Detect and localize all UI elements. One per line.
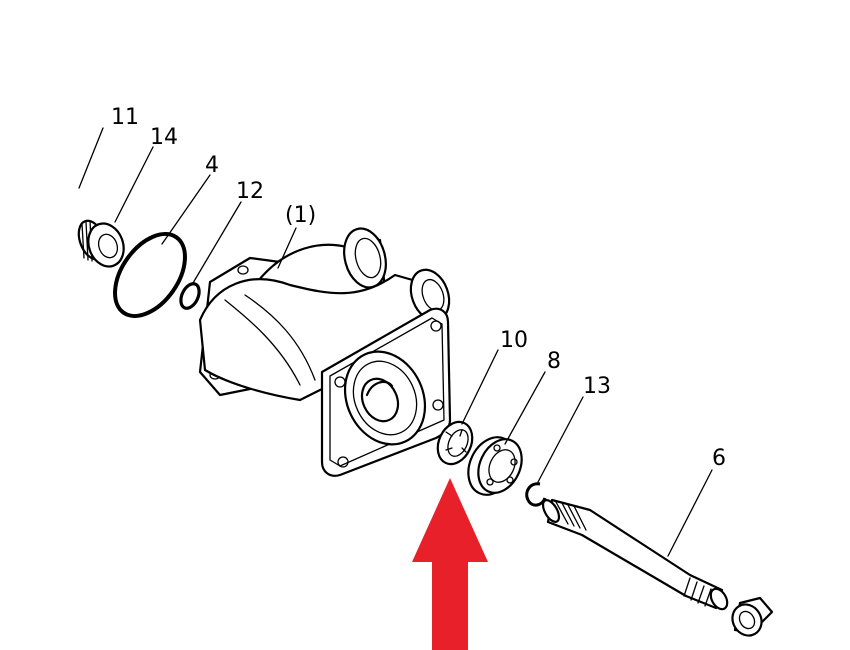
leader-11 <box>78 127 104 189</box>
callout-10: 10 <box>500 328 528 353</box>
leader-4 <box>161 174 211 245</box>
leader-12 <box>192 201 242 284</box>
leader-lines <box>78 127 713 557</box>
part-collar <box>731 596 774 637</box>
part-o-ring-4 <box>113 232 187 318</box>
part-bearing-8 <box>467 436 523 496</box>
leader-8 <box>504 371 546 445</box>
leader-1 <box>277 227 297 269</box>
leader-13 <box>537 396 584 483</box>
part-shaft-6 <box>541 498 729 611</box>
callout-4: 4 <box>205 153 219 178</box>
callout-11: 11 <box>111 105 139 130</box>
highlight-arrow-icon <box>412 478 488 650</box>
part-housing-1 <box>198 227 452 477</box>
callout-13: 13 <box>583 374 611 399</box>
callout-8: 8 <box>547 349 561 374</box>
leader-10 <box>461 349 499 425</box>
leader-14 <box>114 146 154 223</box>
part-plug-14 <box>77 219 125 268</box>
part-oil-seal-10 <box>436 420 474 466</box>
callout-6: 6 <box>712 446 726 471</box>
part-small-o-ring-12 <box>179 282 201 310</box>
leader-6 <box>667 469 713 557</box>
callout-1: (1) <box>285 203 316 228</box>
callout-12: 12 <box>236 179 264 204</box>
callout-14: 14 <box>150 125 178 150</box>
part-snap-ring-13 <box>525 482 547 507</box>
